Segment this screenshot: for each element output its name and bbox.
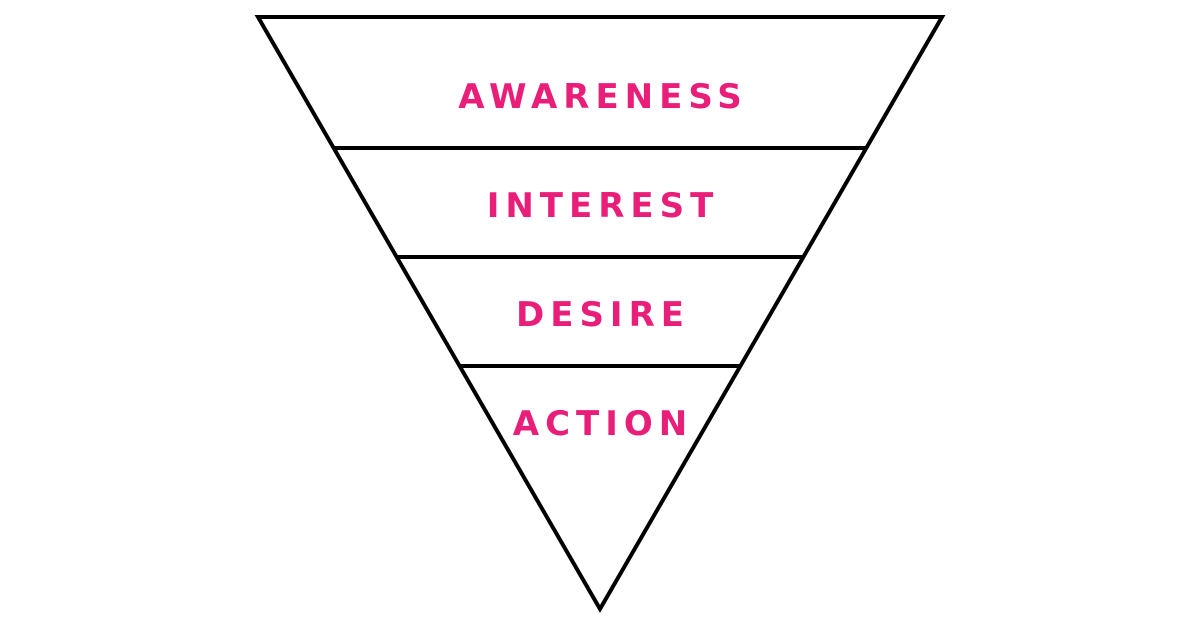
stage-label-desire: DESIRE	[516, 295, 690, 335]
funnel-outline	[254, 15, 946, 613]
stage-label-awareness: AWARENESS	[458, 77, 748, 117]
stage-label-interest: INTEREST	[487, 186, 720, 226]
stage-label-action: ACTION	[513, 404, 693, 444]
